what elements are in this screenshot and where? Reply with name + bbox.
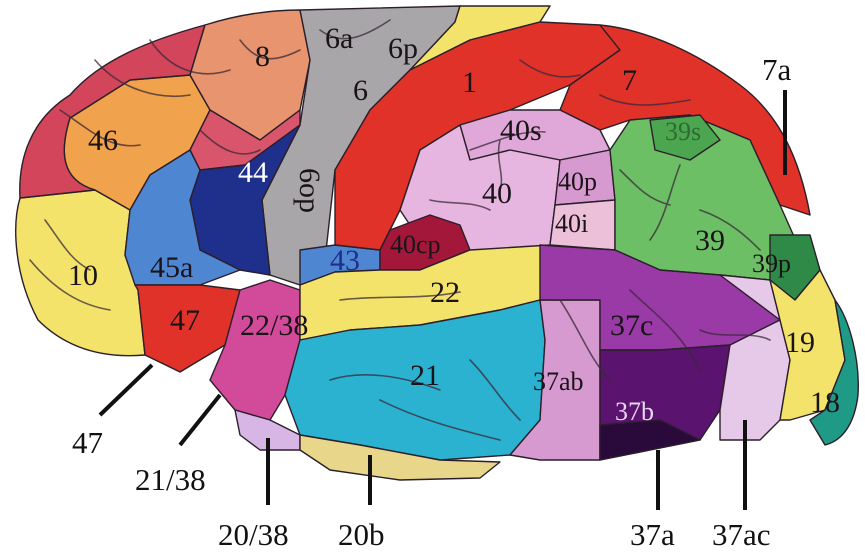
callout-20b: 20b [338,517,385,552]
label-6op: 6op [293,168,326,213]
label-10: 10 [68,259,98,292]
label-1: 1 [462,66,477,99]
label-45: 45 [195,192,225,225]
label-8: 8 [255,40,270,73]
label-6p: 6p [388,32,418,65]
label-43: 43 [330,244,360,277]
label-37c: 37c [610,309,653,342]
region-9 [19,24,206,199]
label-40cp: 40cp [390,230,441,259]
callout-21-38: 21/38 [135,462,206,497]
callout-47: 47 [72,425,103,460]
callout-7a: 7a [762,52,792,87]
leader-47 [98,363,154,417]
label-37b: 37b [615,397,654,426]
callout-37ac: 37ac [712,517,771,552]
region-20b [299,434,501,481]
region-47 [134,284,241,373]
label-18: 18 [810,386,840,419]
label-39: 39 [695,224,725,257]
label-6a: 6a [325,22,353,55]
region-37a [599,419,701,461]
leader-21-38 [178,393,222,447]
label-7: 7 [622,64,637,97]
label-40: 40 [482,177,512,210]
label-39p: 39p [752,249,791,278]
callout-20-38: 20/38 [218,517,289,552]
label-40i: 40i [555,209,588,238]
label-39s: 39s [665,117,701,146]
label-22: 22 [430,276,460,309]
callout-37a: 37a [630,517,675,552]
label-21: 21 [410,359,440,392]
label-46: 46 [88,124,118,157]
label-6: 6 [353,74,368,107]
label-44: 44 [238,156,268,189]
label-22-38: 22/38 [240,309,308,342]
label-40s: 40s [500,114,542,147]
label-37ab: 37ab [533,367,584,396]
region-45 [124,149,241,286]
label-45a: 45a [150,251,193,284]
region-18 [809,299,859,446]
label-47-region: 47 [170,304,200,337]
label-40p: 40p [558,167,597,196]
label-19: 19 [785,326,815,359]
sulcus-lines [29,19,771,441]
region-39s [649,114,721,161]
region-22-38 [209,279,301,421]
